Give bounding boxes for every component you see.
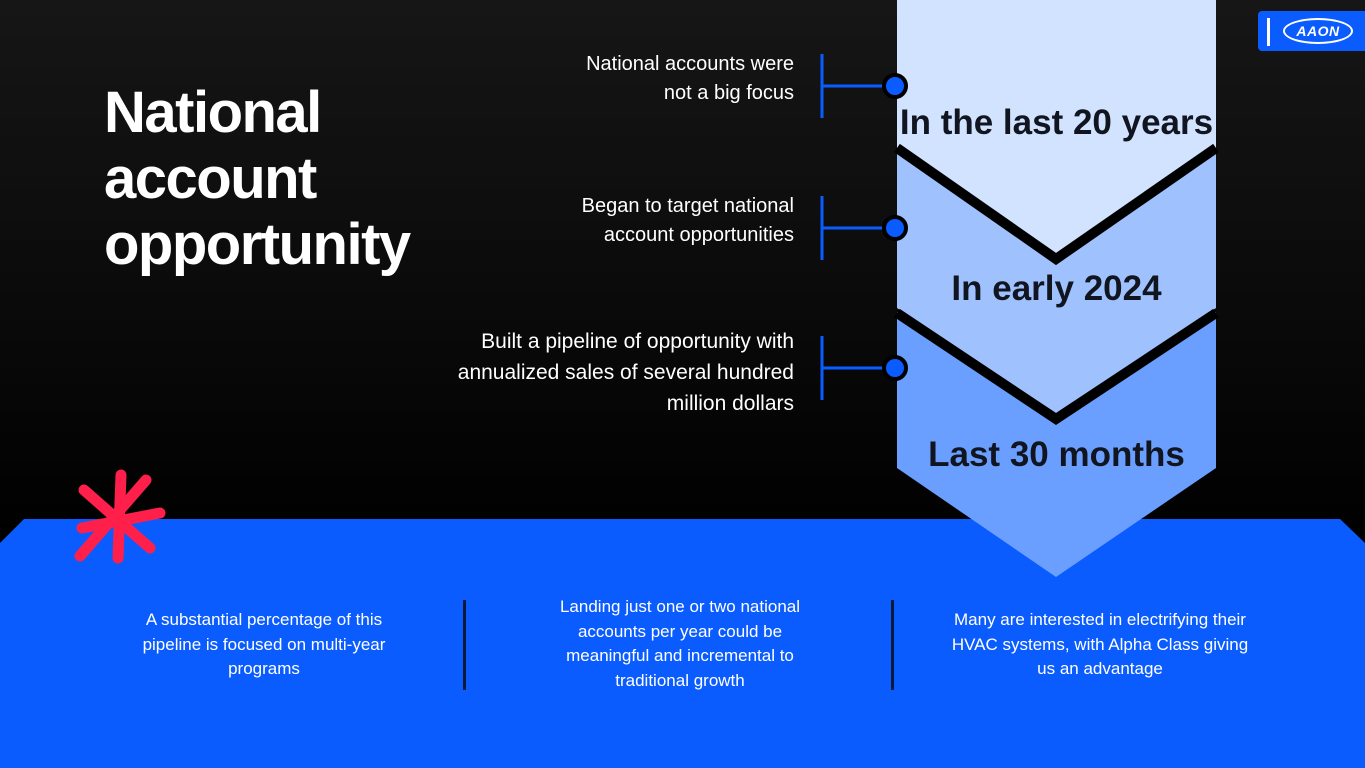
company-logo: AAON <box>1258 11 1365 51</box>
stage-3-chevron <box>897 312 1216 577</box>
stage-label-1: In the last 20 years <box>899 103 1214 142</box>
stage-note-3: Built a pipeline of opportunity with ann… <box>457 330 794 415</box>
logo-wordmark: AAON <box>1283 18 1353 44</box>
connector-2 <box>820 196 908 260</box>
stage-label-3: Last 30 months <box>928 435 1185 474</box>
logo-bar <box>1267 18 1270 46</box>
stage-1-chevron <box>897 0 1216 254</box>
stage-label-2: In early 2024 <box>951 269 1162 308</box>
stage-note-2: Began to target national account opportu… <box>581 195 794 246</box>
stage-separator-1 <box>894 143 1219 266</box>
bottom-point-3: Many are interested in electrifying thei… <box>951 610 1249 678</box>
timeline-dot-icon <box>882 73 908 99</box>
stage-separator-2 <box>894 308 1219 426</box>
timeline-dot-icon <box>882 355 908 381</box>
stage-note-1: National accounts were not a big focus <box>586 53 794 104</box>
bottom-point-2: Landing just one or two national account… <box>559 597 801 690</box>
bottom-divider <box>891 600 894 690</box>
connector-1 <box>820 54 908 118</box>
bottom-point-1: A substantial percentage of this pipelin… <box>142 610 386 678</box>
page-title: National account opportunity <box>104 80 411 277</box>
bottom-divider <box>463 600 466 690</box>
timeline-dot-icon <box>882 215 908 241</box>
stage-2-chevron <box>897 146 1216 413</box>
asterisk-icon <box>74 469 166 564</box>
bottom-band <box>0 519 1365 768</box>
connector-3 <box>820 336 908 400</box>
